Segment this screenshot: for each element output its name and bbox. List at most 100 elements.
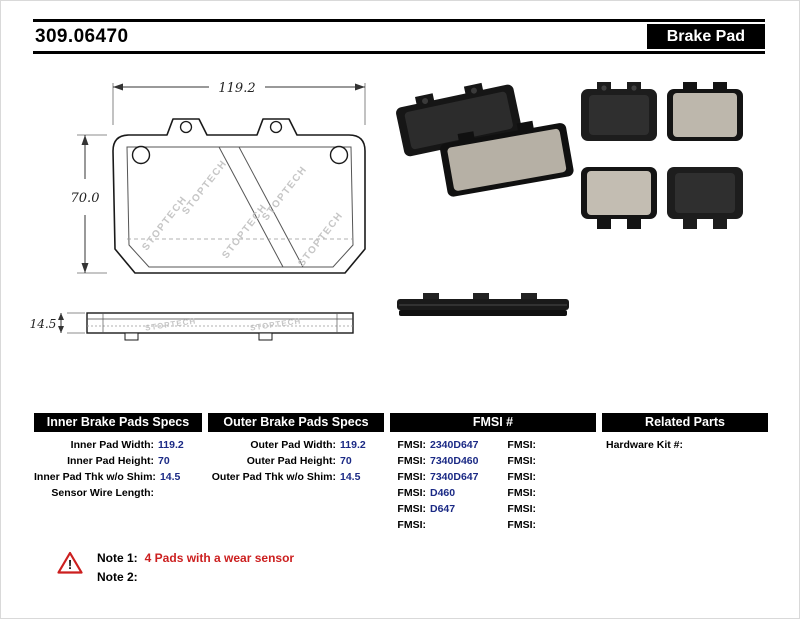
pad-top-left <box>581 82 657 141</box>
related-parts-header: Related Parts <box>602 413 768 432</box>
fmsi-label: FMSI: <box>507 439 536 451</box>
warning-icon: ! <box>57 551 83 574</box>
spec-row: Sensor Wire Length: <box>34 485 202 501</box>
pads-photo-grid <box>577 77 747 235</box>
fmsi-label: FMSI: <box>507 487 536 499</box>
inner-specs-header: Inner Brake Pads Specs <box>34 413 202 432</box>
fmsi-value: 7340D460 <box>430 455 479 467</box>
width-dimension-label: 119.2 <box>218 81 255 96</box>
fmsi-grid: FMSI: 2340D647 FMSI: 7340D460 FMSI: 7340… <box>390 437 596 533</box>
spec-row: Outer Pad Thk w/o Shim: 14.5 <box>208 469 384 485</box>
fmsi-value: 7340D647 <box>430 471 479 483</box>
mount-hole-left <box>131 145 151 165</box>
spec-value: 119.2 <box>158 439 184 451</box>
fmsi-row: FMSI: <box>500 453 596 469</box>
spec-value: 70 <box>340 455 352 467</box>
fmsi-label: FMSI: <box>397 471 426 483</box>
note-1-label: Note 1: <box>97 551 138 565</box>
spec-label: Outer Pad Width: <box>250 439 336 451</box>
spec-label: Outer Pad Thk w/o Shim: <box>211 471 336 483</box>
pad-front <box>440 120 574 197</box>
spec-label: Inner Pad Thk w/o Shim: <box>34 471 156 483</box>
header: 309.06470 Brake Pad <box>33 19 765 54</box>
related-row: Hardware Kit #: <box>602 437 768 453</box>
notes-section: ! Note 1: 4 Pads with a wear sensor Note … <box>57 549 294 587</box>
pads-photo-edge-svg <box>397 293 569 316</box>
product-type-badge: Brake Pad <box>646 24 765 49</box>
fmsi-row: FMSI: <box>500 517 596 533</box>
pad-bottom-left <box>581 167 657 229</box>
spec-value: 119.2 <box>340 439 366 451</box>
related-parts-column: Related Parts Hardware Kit #: <box>602 413 768 533</box>
fmsi-label: FMSI: <box>397 503 426 515</box>
fmsi-label: FMSI: <box>397 519 426 531</box>
spec-label: Outer Pad Height: <box>246 455 336 467</box>
tab-hole-right <box>269 120 283 134</box>
backing-plate-outline <box>112 118 366 274</box>
spec-row: Inner Pad Height: 70 <box>34 453 202 469</box>
spec-value <box>158 485 202 501</box>
fmsi-header: FMSI # <box>390 413 596 432</box>
fmsi-value: D647 <box>430 503 456 515</box>
fmsi-row: FMSI: <box>500 469 596 485</box>
fmsi-label: FMSI: <box>507 471 536 483</box>
spec-label: Sensor Wire Length: <box>51 487 154 499</box>
note-lines: Note 1: 4 Pads with a wear sensor Note 2: <box>97 549 294 587</box>
fmsi-label: FMSI: <box>507 503 536 515</box>
related-label: Hardware Kit #: <box>606 439 684 451</box>
spec-value: 14.5 <box>159 471 181 483</box>
fmsi-row: FMSI: <box>500 437 596 453</box>
spec-label: Inner Pad Height: <box>67 455 154 467</box>
spec-value: 70 <box>158 455 170 467</box>
fmsi-value: D460 <box>430 487 456 499</box>
note-1-text: 4 Pads with a wear sensor <box>144 551 295 565</box>
spec-row: Inner Pad Width: 119.2 <box>34 437 202 453</box>
height-dimension-label: 70.0 <box>71 191 100 206</box>
fmsi-left-subcolumn: FMSI: 2340D647 FMSI: 7340D460 FMSI: 7340… <box>390 437 500 533</box>
fmsi-column: FMSI # FMSI: 2340D647 FMSI: 7340D460 FMS… <box>390 413 596 533</box>
thickness-dimension-label: 14.5 <box>30 317 57 331</box>
pad-front-view-drawing: 119.2 70.0 STOPTECH STOP <box>59 73 381 291</box>
fmsi-value: 2340D647 <box>430 439 479 451</box>
fmsi-right-subcolumn: FMSI: FMSI: FMSI: FMSI: <box>500 437 596 533</box>
inner-specs-column: Inner Brake Pads Specs Inner Pad Width: … <box>34 413 202 533</box>
friction-surface-outline <box>126 146 354 268</box>
spec-label: Inner Pad Width: <box>70 439 154 451</box>
fmsi-label: FMSI: <box>507 519 536 531</box>
mount-hole-right <box>329 145 349 165</box>
outer-specs-header: Outer Brake Pads Specs <box>208 413 384 432</box>
note-1: Note 1: 4 Pads with a wear sensor <box>97 549 294 568</box>
pads-photo-grid-svg <box>581 82 743 229</box>
fmsi-label: FMSI: <box>397 487 426 499</box>
pad-bottom-right <box>667 167 743 229</box>
tab-hole-left <box>179 120 193 134</box>
spec-row: Outer Pad Width: 119.2 <box>208 437 384 453</box>
fmsi-row: FMSI: 7340D460 <box>390 453 500 469</box>
fmsi-row: FMSI: D460 <box>390 485 500 501</box>
product-type-label: Brake Pad <box>666 28 745 45</box>
spec-row: Inner Pad Thk w/o Shim: 14.5 <box>34 469 202 485</box>
spec-tables: Inner Brake Pads Specs Inner Pad Width: … <box>34 413 768 533</box>
fmsi-label: FMSI: <box>397 439 426 451</box>
fmsi-row: FMSI: <box>500 485 596 501</box>
spec-value: 14.5 <box>340 471 361 483</box>
pads-photo-angled-svg <box>396 82 574 197</box>
pad-front-view-svg: 119.2 70.0 STOPTECH STOP <box>71 81 366 274</box>
pads-photo-angled <box>391 81 579 199</box>
pad-side-view-svg: 14.5 STOPTECH STOPTECH <box>30 312 354 341</box>
spec-row: Outer Pad Height: 70 <box>208 453 384 469</box>
fmsi-row: FMSI: <box>500 501 596 517</box>
fmsi-row: FMSI: D647 <box>390 501 500 517</box>
fmsi-label: FMSI: <box>507 455 536 467</box>
warning-glyph: ! <box>68 557 72 572</box>
part-number: 309.06470 <box>35 25 129 47</box>
fmsi-row: FMSI: 7340D647 <box>390 469 500 485</box>
outer-specs-column: Outer Brake Pads Specs Outer Pad Width: … <box>208 413 384 533</box>
fmsi-label: FMSI: <box>397 455 426 467</box>
fmsi-row: FMSI: 2340D647 <box>390 437 500 453</box>
side-profile-outline <box>86 312 354 334</box>
pad-top-right <box>667 82 743 141</box>
pads-photo-edge <box>393 283 575 325</box>
note-2-label: Note 2: <box>97 570 138 584</box>
